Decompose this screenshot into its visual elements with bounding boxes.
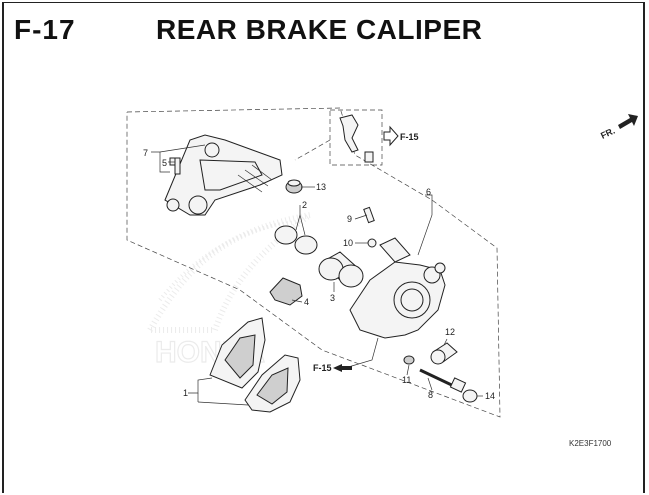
callout-3: 3	[330, 293, 335, 303]
reference-arrow-top	[383, 125, 399, 147]
caliper-bracket	[164, 134, 283, 216]
callout-11: 11	[402, 375, 411, 385]
page-frame-right	[643, 2, 645, 493]
callout-12: 12	[445, 327, 455, 337]
pad-spring	[269, 277, 303, 306]
diagram-code: K2E3F1700	[569, 439, 612, 448]
callout-7: 7	[143, 148, 148, 158]
piston-seal-set	[274, 225, 318, 255]
pin-plug	[462, 389, 478, 403]
front-direction-indicator: FR.	[599, 114, 638, 141]
callout-5: 5	[162, 158, 167, 168]
callout-8: 8	[428, 390, 433, 400]
callout-9: 9	[347, 214, 352, 224]
page-frame-top	[2, 2, 644, 3]
callout-4: 4	[304, 297, 309, 307]
bleed-cap	[367, 238, 377, 248]
reference-arrow-bottom	[333, 364, 352, 372]
piston	[318, 251, 364, 288]
reference-label-bottom: F-15	[313, 363, 332, 373]
washer-11	[403, 355, 415, 365]
callout-6: 6	[426, 187, 431, 197]
boot-13	[285, 179, 303, 194]
callout-14: 14	[485, 391, 495, 401]
page-title: REAR BRAKE CALIPER	[156, 14, 483, 45]
brake-pad-set	[209, 317, 301, 413]
reference-bracket-part	[339, 114, 374, 163]
callout-2: 2	[302, 200, 307, 210]
caliper-pin-12	[430, 342, 458, 365]
bolt-5	[169, 157, 181, 175]
section-code: F-17	[14, 14, 76, 45]
reference-label-top: F-15	[400, 132, 419, 142]
caliper-body	[349, 237, 446, 339]
front-direction-label: FR.	[599, 126, 616, 141]
page-frame-left	[2, 2, 4, 493]
callout-13: 13	[316, 182, 326, 192]
bleed-valve	[363, 206, 375, 224]
callout-10: 10	[343, 238, 353, 248]
pad-pin-bolt	[419, 368, 467, 393]
reference-box	[329, 109, 383, 166]
callout-1: 1	[183, 388, 188, 398]
callout-leaders	[151, 144, 483, 406]
assembly-outline	[126, 107, 501, 418]
reference-link	[294, 139, 331, 161]
